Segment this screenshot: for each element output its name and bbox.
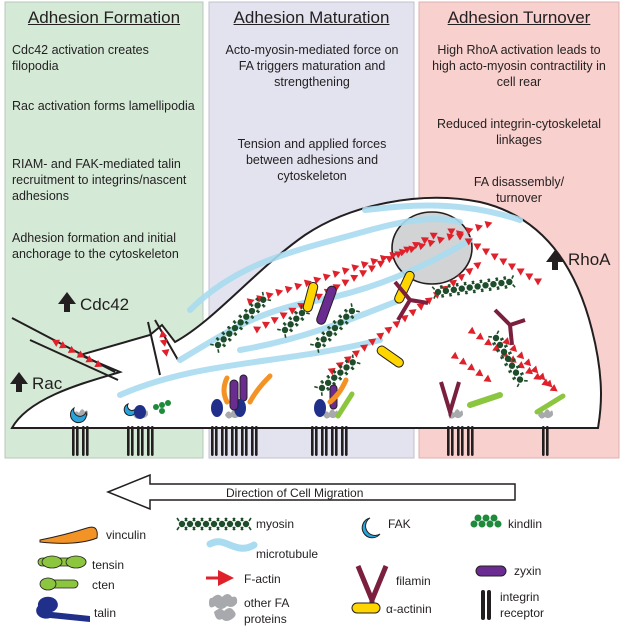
rac-up-arrow xyxy=(10,372,28,392)
rhoa-label: RhoA xyxy=(568,250,611,269)
legend-cten: cten xyxy=(92,578,115,592)
adhesion-site xyxy=(534,393,566,456)
formation-panel-title: Adhesion Formation xyxy=(27,8,181,27)
filopodium xyxy=(147,321,161,376)
legend-integrin-1: integrin xyxy=(500,590,540,604)
myosin-glyph xyxy=(176,517,252,531)
legend-zyxin: zyxin xyxy=(514,564,542,578)
adhesion-site xyxy=(70,406,89,456)
adhesion-site xyxy=(311,377,355,456)
tensin-glyph xyxy=(37,555,87,569)
formation-text-3: RIAM- and FAK-mediated talin recruitment… xyxy=(12,157,187,203)
signal-arrows xyxy=(10,250,564,392)
legend-microtubule: microtubule xyxy=(256,547,319,561)
legend xyxy=(36,514,507,622)
microtubule-glyph xyxy=(206,538,258,552)
legend-vinculin: vinculin xyxy=(106,528,147,542)
legend-myosin: myosin xyxy=(256,517,295,531)
cdc42-up-arrow xyxy=(58,292,76,312)
microtubules xyxy=(117,202,523,398)
adhesion-site xyxy=(211,373,273,456)
actinin-glyph xyxy=(351,602,381,614)
migration-arrow xyxy=(106,473,516,511)
cell xyxy=(10,196,602,456)
vinculin-glyph xyxy=(39,526,98,544)
fak-glyph xyxy=(361,517,381,539)
migration-label: Direction of Cell Migration xyxy=(226,486,364,500)
legend-tensin: tensin xyxy=(92,558,125,572)
tensin-free xyxy=(467,392,503,408)
adhesion-site xyxy=(123,400,171,456)
turnover-panel-title: Adhesion Turnover xyxy=(447,8,591,27)
formation-text-2: Rac activation forms lamellipodia xyxy=(12,99,195,113)
legend-filamin: filamin xyxy=(396,574,431,588)
formation-text-1: Cdc42 activation creates filopodia xyxy=(12,43,149,73)
legend-talin: talin xyxy=(94,606,117,620)
cdc42-label: Cdc42 xyxy=(80,295,130,314)
kindlin-glyph xyxy=(470,514,502,528)
maturation-text-2: Tension and applied forces between adhes… xyxy=(237,137,387,183)
filopodium xyxy=(29,339,119,381)
turnover-text-2: Reduced integrin-cytoskeletal linkages xyxy=(437,117,601,147)
integrin-glyph xyxy=(481,590,491,620)
legend-other-fa-2: proteins xyxy=(244,612,287,626)
filamin-glyph xyxy=(355,565,389,607)
legend-other-fa-1: other FA xyxy=(244,596,290,610)
legend-actinin: α-actinin xyxy=(386,602,432,616)
adhesion-sites xyxy=(70,373,566,456)
maturation-text-1: Acto-myosin-mediated force on FA trigger… xyxy=(225,43,399,89)
turnover-text-3: FA disassembly/ turnover xyxy=(473,175,565,205)
turnover-text-1: High RhoA activation leads to high acto-… xyxy=(432,43,606,89)
rac-label: Rac xyxy=(32,374,63,393)
cten-glyph xyxy=(39,577,79,591)
formation-text-4: Adhesion formation and initial anchorage… xyxy=(12,231,179,261)
legend-integrin-2: receptor xyxy=(500,606,545,620)
adhesion-site xyxy=(439,381,474,456)
legend-kindlin: kindlin xyxy=(508,517,543,531)
legend-fak: FAK xyxy=(388,517,411,531)
other-fa-glyph xyxy=(209,594,238,621)
zyxin-glyph xyxy=(475,565,507,577)
maturation-panel-title: Adhesion Maturation xyxy=(233,8,390,27)
legend-factin: F-actin xyxy=(244,572,281,586)
rhoa-up-arrow xyxy=(546,250,564,270)
factin-glyph xyxy=(206,570,234,586)
talin-glyph xyxy=(36,596,90,622)
